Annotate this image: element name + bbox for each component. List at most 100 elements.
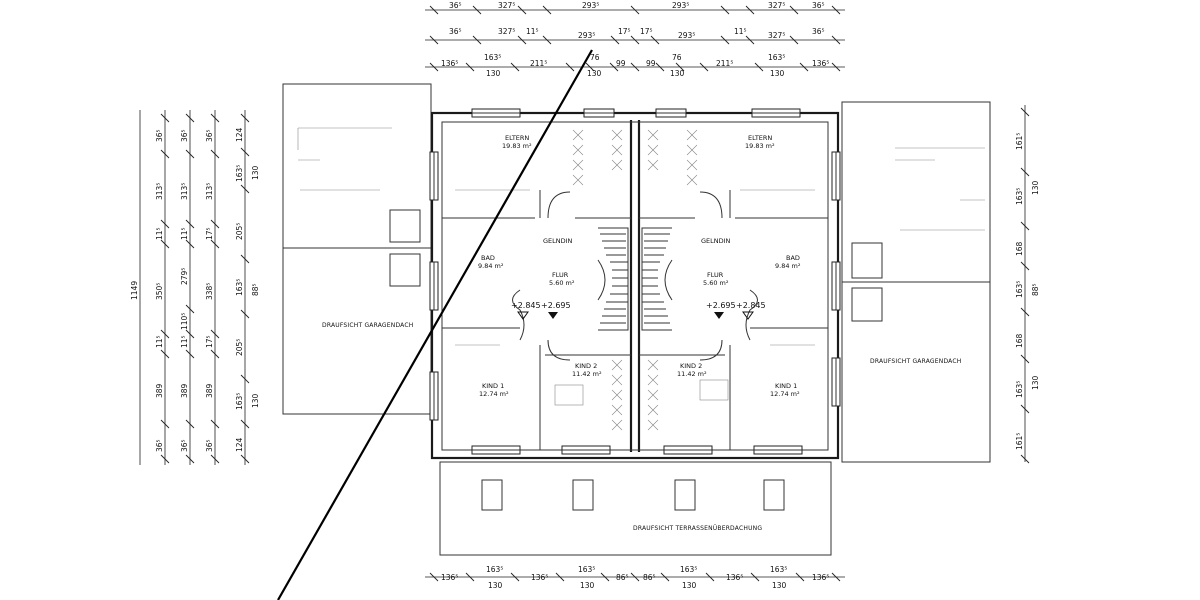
dim-bot-sub2: 130 <box>580 581 595 590</box>
dim-l4-sub3: 130 <box>251 393 260 408</box>
dim-top2-7: 293⁵ <box>678 31 695 40</box>
section-line <box>277 49 593 600</box>
room-bad-left-area: 9.84 m² <box>478 262 504 270</box>
room-eltern-right-name: ELTERN <box>748 134 772 142</box>
dim-l1-1: 36⁵ <box>155 129 164 142</box>
room-eltern-right-area: 19.83 m² <box>745 142 775 150</box>
dim-l4-1: 124 <box>235 127 244 142</box>
dim-bot-9: 163⁵ <box>770 565 787 574</box>
gelander-left: GELNDIN <box>543 237 573 245</box>
dim-l2-4: 279⁵ <box>180 268 189 285</box>
dim-r-sub2: 88⁵ <box>1031 283 1040 296</box>
dim-top1-2: 327⁵ <box>498 1 515 10</box>
dim-bot-sub4: 130 <box>772 581 787 590</box>
dim-l1-4: 350⁵ <box>155 283 164 300</box>
room-eltern-left-area: 19.83 m² <box>502 142 532 150</box>
dim-top3-1: 136⁵ <box>441 59 458 68</box>
dim-l1-6: 389 <box>155 383 164 398</box>
dim-left-total: 1149 <box>130 281 139 300</box>
dim-top3-10: 136⁵ <box>812 59 829 68</box>
dim-r-sub3: 130 <box>1031 375 1040 390</box>
dim-top2-3: 11⁵ <box>526 27 539 36</box>
room-bad-right-area: 9.84 m² <box>775 262 801 270</box>
room-flur-left-area: 5.60 m² <box>549 279 575 287</box>
dim-top3-2: 163⁵ <box>484 53 501 62</box>
garage-left: DRAUFSICHT GARAGENDACH <box>282 83 432 415</box>
windows <box>429 108 841 455</box>
dim-l3-2: 313⁵ <box>205 183 214 200</box>
room-kind2-left-area: 11.42 m² <box>572 370 602 378</box>
dim-r-6: 163⁵ <box>1015 381 1024 398</box>
level-right-b: +2.845 <box>736 301 766 310</box>
dim-l1-5: 11⁵ <box>155 335 164 348</box>
level-right-a: +2.695 <box>706 301 736 310</box>
top-dimension-chains: 36⁵ 327⁵ 293⁵ 293⁵ 327⁵ 36⁵ 36⁵ 327⁵ 11⁵… <box>425 1 845 78</box>
dim-l3-6: 389 <box>205 383 214 398</box>
dim-bot-10: 136⁵ <box>812 573 829 582</box>
room-kind1-right-name: KIND 1 <box>775 382 797 390</box>
dim-bot-6: 86⁵ <box>643 573 656 582</box>
dim-bot-3: 136⁵ <box>531 573 548 582</box>
dim-r-7: 161⁵ <box>1015 433 1024 450</box>
dim-top2-4: 293⁵ <box>578 31 595 40</box>
terrace-label: DRAUFSICHT TERRASSENÜBERDACHUNG <box>633 525 762 532</box>
room-labels: ELTERN 19.83 m² ELTERN 19.83 m² GELNDIN … <box>478 134 801 398</box>
right-dimension-chain: 161⁵ 163⁵ 130 168 163⁵ 88⁵ 168 163⁵ 130 … <box>1015 105 1040 464</box>
room-flur-left-name: FLUR <box>552 271 569 279</box>
dim-top1-8: 327⁵ <box>768 1 785 10</box>
dim-r-4: 163⁵ <box>1015 281 1024 298</box>
dim-l4-7: 124 <box>235 437 244 452</box>
garage-right: DRAUFSICHT GARAGENDACH <box>841 101 991 463</box>
dim-top1-1: 36⁵ <box>449 1 462 10</box>
garage-right-label: DRAUFSICHT GARAGENDACH <box>870 358 961 365</box>
room-kind2-right-area: 11.42 m² <box>677 370 707 378</box>
level-triangle-left-b <box>548 312 558 319</box>
dim-r-1: 161⁵ <box>1015 133 1024 150</box>
dim-l4-5: 205⁵ <box>235 339 244 356</box>
dim-top2-5: 17⁵ <box>618 27 631 36</box>
dim-bot-sub3: 130 <box>682 581 697 590</box>
dim-bot-sub1: 130 <box>488 581 503 590</box>
dim-top3-7: 76 <box>672 53 682 62</box>
dim-l2-3: 11⁵ <box>180 227 189 240</box>
dim-top3-4: 76 <box>590 53 600 62</box>
dim-r-sub1: 130 <box>1031 180 1040 195</box>
shaft-hatches <box>572 129 698 431</box>
bottom-dimension-chain: 136⁵ 163⁵ 130 136⁵ 163⁵ 130 86⁵ 86⁵ 163⁵… <box>425 565 845 590</box>
dim-top2-6: 17⁵ <box>640 27 653 36</box>
dim-r-2: 163⁵ <box>1015 188 1024 205</box>
dim-l2-8: 36⁵ <box>180 439 189 452</box>
dim-bot-1: 136⁵ <box>441 573 458 582</box>
dim-l4-sub2: 88⁵ <box>251 283 260 296</box>
level-left-a: +2.845 <box>511 301 541 310</box>
room-eltern-left-name: ELTERN <box>505 134 529 142</box>
garage-left-label: DRAUFSICHT GARAGENDACH <box>322 322 413 329</box>
dim-l3-4: 338⁵ <box>205 283 214 300</box>
room-kind1-right-area: 12.74 m² <box>770 390 800 398</box>
dim-top3-9: 163⁵ <box>768 53 785 62</box>
room-kind1-left-name: KIND 1 <box>482 382 504 390</box>
dim-l4-2: 163⁵ <box>235 165 244 182</box>
left-dimension-chains: 1149 36⁵ 313⁵ 11⁵ 350⁵ 11⁵ 389 36⁵ 36⁵ 3… <box>130 110 260 465</box>
room-kind1-left-area: 12.74 m² <box>479 390 509 398</box>
room-bad-right-name: BAD <box>786 254 800 262</box>
level-markers: +2.845 +2.695 +2.695 +2.845 <box>511 301 766 320</box>
furniture-hints <box>455 189 815 406</box>
level-triangle-left-a <box>517 311 529 320</box>
dim-top3-6: 99 <box>646 59 656 68</box>
room-flur-right-name: FLUR <box>707 271 724 279</box>
terrace-roof: DRAUFSICHT TERRASSENÜBERDACHUNG <box>439 461 832 556</box>
dim-top2-8: 11⁵ <box>734 27 747 36</box>
room-kind2-right-name: KIND 2 <box>680 362 702 370</box>
dim-bot-4: 163⁵ <box>578 565 595 574</box>
dim-l4-3: 205⁵ <box>235 223 244 240</box>
hallway-curves <box>512 191 758 361</box>
dim-l3-3: 17⁵ <box>205 227 214 240</box>
dim-l4-sub1: 130 <box>251 165 260 180</box>
dim-top3-sub4: 130 <box>770 69 785 78</box>
dim-r-3: 168 <box>1015 241 1024 256</box>
dim-l2-1: 36⁵ <box>180 129 189 142</box>
dim-top2-2: 327⁵ <box>498 27 515 36</box>
dim-l3-7: 36⁵ <box>205 439 214 452</box>
